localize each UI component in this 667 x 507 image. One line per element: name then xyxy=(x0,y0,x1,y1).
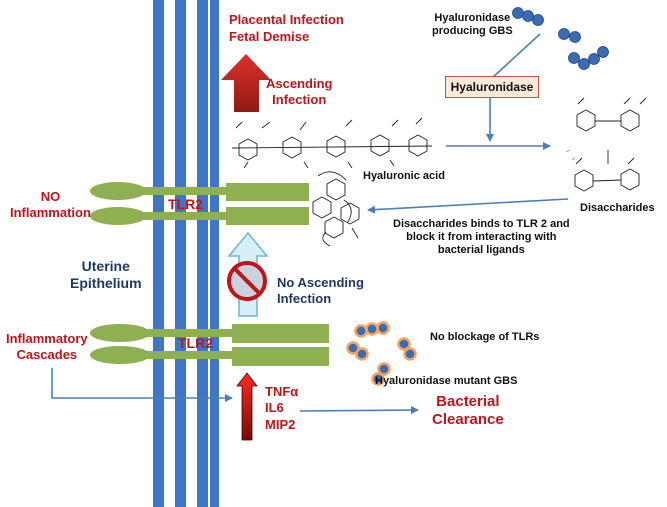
tlr2-bottom-label: TLR2 xyxy=(178,335,213,351)
cytokines-label: TNFα IL6 MIP2 xyxy=(265,384,299,432)
gbs-bacteria-icon xyxy=(512,7,609,70)
disaccharides-label: Disaccharides xyxy=(580,202,655,214)
bacterial-clearance-label: Bacterial Clearance xyxy=(432,393,504,428)
no-ascending-infection-label: No Ascending Infection xyxy=(277,275,364,306)
flow-arrows xyxy=(51,33,569,415)
uterine-epithelium-label: Uterine Epithelium xyxy=(70,258,142,291)
arrow-cascades-to-cytokines xyxy=(51,368,233,402)
arrow-cytokines-to-clearance xyxy=(299,406,419,415)
membrane-bar-3 xyxy=(197,0,208,507)
hyaluronidase-box: Hyaluronidase xyxy=(445,76,539,98)
disaccharides-bind-note: Disaccharides binds to TLR 2 and block i… xyxy=(393,218,570,257)
ascending-arrow-icon xyxy=(221,54,271,112)
no-blockage-label: No blockage of TLRs xyxy=(430,331,540,343)
membrane-bar-4 xyxy=(210,0,219,507)
ascending-infection-label: Ascending Infection xyxy=(266,76,333,107)
no-inflammation-label: NO Inflammation xyxy=(10,189,91,220)
cytokine-up-arrow-icon xyxy=(236,372,258,441)
inflammatory-cascades-label: Inflammatory Cascades xyxy=(6,331,88,362)
uterine-epithelium-membrane xyxy=(153,0,219,507)
membrane-bar-2 xyxy=(175,0,186,507)
fetal-demise-label: Fetal Demise xyxy=(229,29,310,44)
hyaluronic-acid-label: Hyaluronic acid xyxy=(363,170,445,182)
membrane-bar-1 xyxy=(153,0,164,507)
arrow-disaccharides-to-tlr2 xyxy=(367,198,569,214)
placental-infection-label: Placental Infection xyxy=(229,12,344,27)
tlr2-top-label: TLR2 xyxy=(168,196,203,212)
hyaluronidase-producing-gbs-label: Hyaluronidase producing GBS xyxy=(432,12,513,38)
arrow-gbs-to-hyaluronidase xyxy=(491,33,541,79)
hyaluronidase-mutant-gbs-label: Hyaluronidase mutant GBS xyxy=(375,375,518,387)
tlr2-receptor-bottom xyxy=(90,324,329,366)
no-symbol-icon xyxy=(227,261,267,301)
disaccharide-structure xyxy=(565,97,647,192)
tlr2-receptor-top xyxy=(90,182,309,225)
mutant-gbs-bacteria-icon xyxy=(346,321,417,386)
hyaluronic-acid-structure xyxy=(231,117,433,247)
